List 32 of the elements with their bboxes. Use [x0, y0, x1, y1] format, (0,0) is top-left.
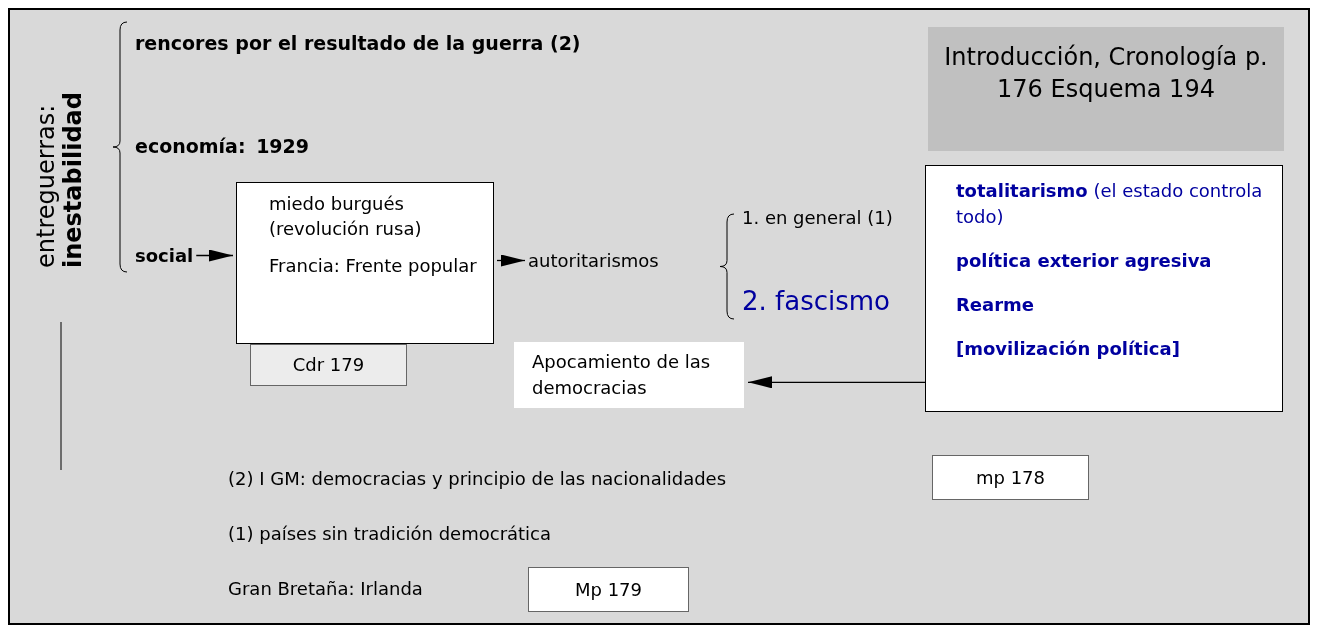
note-text: Gran Bretaña: Irlanda	[228, 578, 423, 599]
list-item: Rearme	[956, 293, 1036, 317]
list-item: política exterior agresiva	[956, 249, 1213, 273]
list-item: totalitarismo (el estado controla todo)	[956, 179, 1264, 229]
branch-label: rencores por el resultado de la guerra (2)	[135, 32, 581, 54]
reference-text: mp 178	[974, 466, 1046, 490]
reference-box	[528, 567, 689, 612]
arrow	[496, 254, 526, 267]
box-title: Introducción, Cronología p. 176 Esquema 194	[943, 42, 1269, 105]
process-box	[236, 182, 494, 344]
side-title: inestabilidad	[59, 92, 87, 268]
box-text: Apocamiento de las democracias	[532, 350, 712, 400]
side-title: entreguerras:	[32, 104, 60, 268]
note-text: (2) I GM: democracias y principio de las nacionalidades	[228, 468, 727, 489]
branch-label: economía: 1929	[135, 135, 309, 157]
reference-text: Mp 179	[573, 578, 643, 602]
note-text: (1) países sin tradición democrática	[228, 523, 552, 544]
reference-box	[932, 455, 1089, 500]
arrow	[747, 376, 926, 389]
box-text: miedo burgués (revolución rusa)	[269, 192, 423, 241]
arrow	[195, 249, 234, 262]
reference-text: Cdr 179	[291, 353, 366, 377]
heading-box	[928, 27, 1284, 151]
list-box	[925, 165, 1283, 412]
branch-label: 2. fascismo	[742, 286, 890, 316]
reference-box	[250, 344, 407, 386]
node-label: autoritarismos	[528, 250, 659, 271]
branch-label: 1. en general (1)	[742, 207, 893, 228]
result-box	[514, 342, 744, 408]
list-item: [movilización política]	[956, 337, 1181, 361]
node-label: social	[135, 245, 194, 266]
box-text: Francia: Frente popular	[269, 254, 478, 278]
